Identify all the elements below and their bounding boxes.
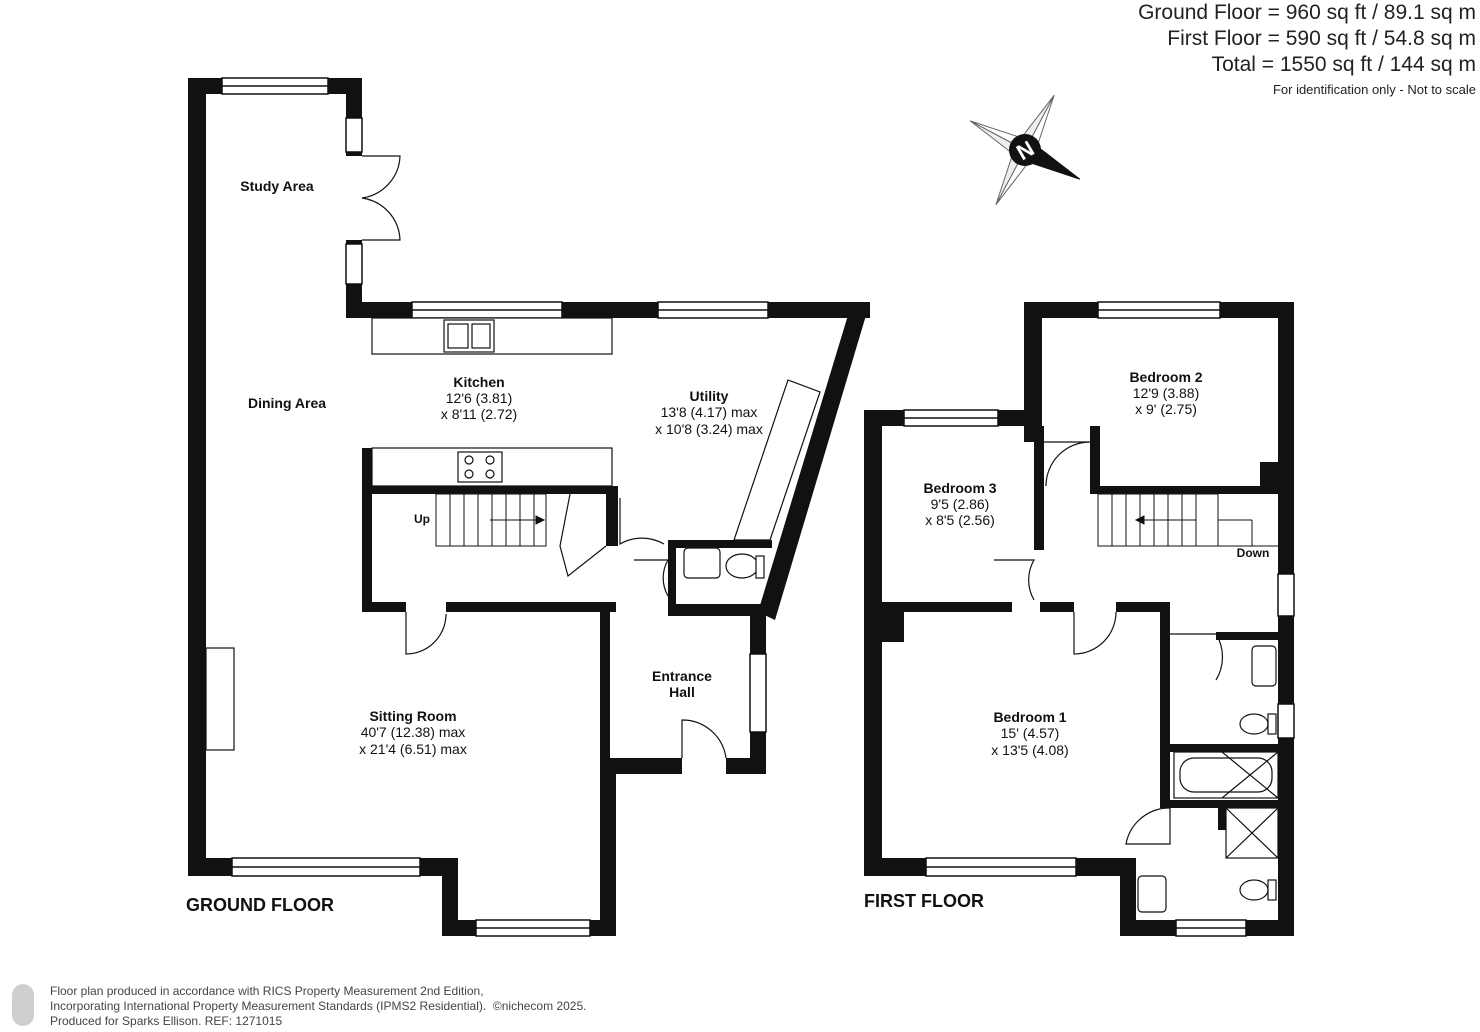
ground-floor-title: GROUND FLOOR — [186, 895, 334, 915]
bathroom-fittings — [1137, 645, 1279, 913]
first-floor-title: FIRST FLOOR — [864, 891, 984, 911]
first-floor-stairs — [1097, 493, 1278, 547]
first-floor-windows — [903, 301, 1295, 937]
label-utility-dim1: 13'8 (4.17) max — [661, 404, 758, 420]
label-study-area: Study Area — [240, 178, 314, 194]
label-bedroom-2-dim2: x 9' (2.75) — [1135, 401, 1197, 417]
ground-floor-windows — [221, 77, 769, 937]
label-up: Up — [414, 512, 430, 526]
label-bedroom-2-dim1: 12'9 (3.88) — [1133, 385, 1200, 401]
scale-note: For identification only - Not to scale — [1272, 82, 1476, 97]
label-kitchen: Kitchen — [453, 374, 504, 390]
label-utility-dim2: x 10'8 (3.24) max — [655, 421, 763, 437]
label-sitting-room: Sitting Room — [369, 708, 456, 724]
person-icon — [12, 984, 34, 1026]
total-area: Total = 1550 sq ft / 144 sq m — [1211, 53, 1476, 76]
compass-icon: N — [969, 94, 1081, 206]
ground-floor-area: Ground Floor = 960 sq ft / 89.1 sq m — [1138, 1, 1476, 24]
label-utility: Utility — [690, 388, 729, 404]
label-bedroom-3-dim2: x 8'5 (2.56) — [925, 512, 995, 528]
label-sitting-dim2: x 21'4 (6.51) max — [359, 741, 467, 757]
label-entrance: Entrance — [652, 668, 712, 684]
footer-notes: Floor plan produced in accordance with R… — [50, 984, 586, 1029]
ground-floor-doors — [361, 155, 727, 759]
ground-floor-labels: Study Area Dining Area Kitchen 12'6 (3.8… — [240, 178, 763, 757]
hob-icon — [457, 451, 503, 483]
label-sitting-dim1: 40'7 (12.38) max — [361, 724, 466, 740]
first-floor-doors — [994, 441, 1224, 845]
label-kitchen-dim1: 12'6 (3.81) — [446, 390, 513, 406]
label-bedroom-1-dim2: x 13'5 (4.08) — [991, 742, 1068, 758]
label-bedroom-3: Bedroom 3 — [923, 480, 996, 496]
first-floor-labels: Bedroom 2 12'9 (3.88) x 9' (2.75) Bedroo… — [923, 369, 1269, 758]
footer-line-1: Floor plan produced in accordance with R… — [50, 984, 484, 998]
first-floor-area: First Floor = 590 sq ft / 54.8 sq m — [1167, 27, 1476, 50]
wc-fittings — [683, 547, 765, 579]
first-floor-walls — [864, 302, 1294, 936]
label-kitchen-dim2: x 8'11 (2.72) — [441, 406, 517, 422]
area-summary: Ground Floor = 960 sq ft / 89.1 sq m Fir… — [1138, 0, 1476, 78]
footer-line-3: Produced for Sparks Ellison. REF: 127101… — [50, 1014, 283, 1028]
footer-line-2: Incorporating International Property Mea… — [50, 999, 487, 1013]
label-bedroom-3-dim1: 9'5 (2.86) — [931, 496, 990, 512]
label-bedroom-2: Bedroom 2 — [1129, 369, 1202, 385]
label-bedroom-1: Bedroom 1 — [993, 709, 1066, 725]
label-hall: Hall — [669, 684, 695, 700]
footer-copyright: ©nichecom 2025. — [492, 999, 587, 1013]
ground-stairs — [435, 493, 547, 547]
label-dining-area: Dining Area — [248, 395, 326, 411]
label-bedroom-1-dim1: 15' (4.57) — [1001, 725, 1060, 741]
sink-icon — [443, 319, 495, 353]
label-down: Down — [1237, 546, 1270, 560]
fireplace — [205, 647, 235, 751]
